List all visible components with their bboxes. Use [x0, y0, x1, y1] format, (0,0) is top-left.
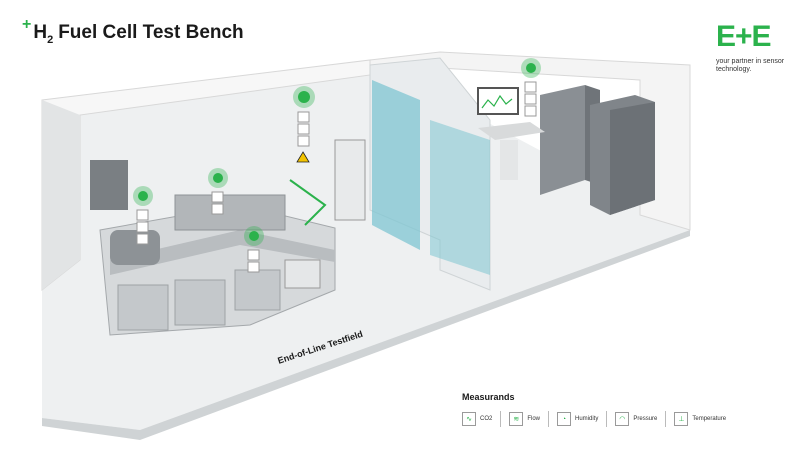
control-cabinet	[90, 160, 128, 210]
page-title: + H2 Fuel Cell Test Bench	[22, 17, 244, 46]
left-wall	[42, 100, 80, 290]
cabinet-1	[540, 85, 585, 195]
flow-icon: ≋	[509, 412, 524, 426]
legend-item-flow: ≋Flow	[509, 411, 540, 427]
co2-icon: ∿	[462, 412, 476, 426]
glass-panel-left	[372, 80, 420, 250]
humidity-icon: ◔	[557, 412, 572, 426]
legend-item-co2: ∿CO2	[462, 411, 492, 427]
legend-item-humidity: ◔Humidity	[557, 411, 598, 427]
sensor-marker-bench-2	[208, 168, 228, 215]
floor	[42, 60, 690, 430]
ee-logo: E+E your partner in sensor technology.	[716, 22, 786, 74]
desk	[478, 122, 545, 140]
title-text: Fuel Cell Test Bench	[58, 22, 244, 43]
logo-mark: E+E	[716, 20, 772, 53]
legend-item-temperature: ⊥Temperature	[674, 411, 726, 427]
sensor-marker-humidity	[293, 86, 315, 163]
measurands-legend: Measurands ∿CO2 ≋Flow ◔Humidity ◠Pressur…	[462, 392, 762, 427]
chair	[500, 140, 518, 180]
legend-item-pressure: ◠Pressure	[615, 411, 657, 427]
plus-icon: +	[22, 16, 32, 33]
monitor	[477, 87, 519, 115]
temperature-icon: ⊥	[674, 412, 689, 426]
logo-tagline: your partner in sensor technology.	[716, 58, 785, 73]
fuel-cell-stack	[174, 194, 286, 231]
motor	[110, 230, 160, 265]
glass-door	[430, 120, 490, 275]
legend-title: Measurands	[462, 392, 515, 402]
sensor-marker-cabinet	[521, 58, 541, 117]
instrument-rack	[334, 139, 366, 221]
sensor-marker-bench-1	[133, 186, 153, 245]
green-cable	[289, 179, 327, 226]
pressure-icon: ◠	[615, 412, 630, 426]
title-h2: H2	[33, 22, 54, 46]
sensor-marker-bench-3	[244, 226, 264, 273]
